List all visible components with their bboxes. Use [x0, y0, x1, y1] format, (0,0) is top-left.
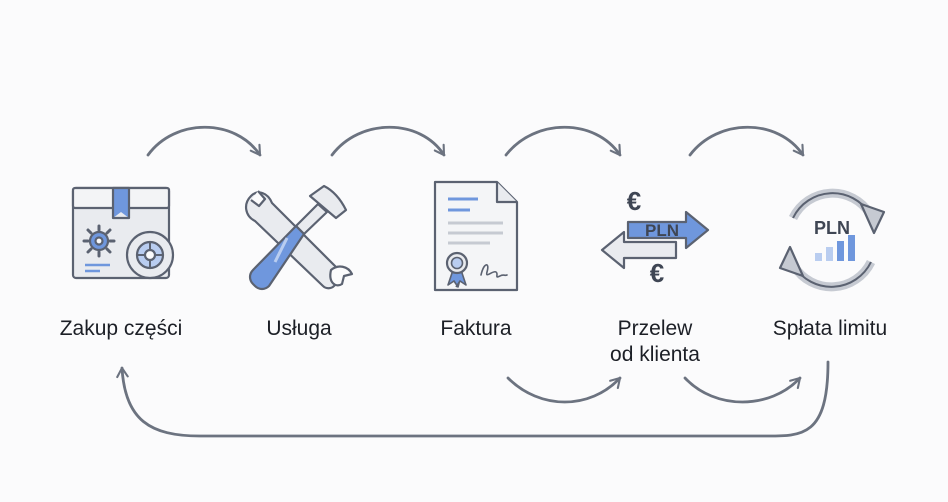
step-label-parts: Zakup części — [59, 317, 183, 340]
step-label-transfer-line1: Przelew — [617, 317, 693, 340]
arrow-parts-to-service — [146, 126, 262, 157]
bottom-arrows — [116, 360, 830, 438]
arrow-bottom-transfer-repayment — [683, 376, 802, 404]
step-label-transfer-line2: od klienta — [610, 343, 700, 366]
loop-back-arrow — [116, 360, 830, 438]
invoice-document-icon — [433, 180, 519, 292]
transfer-pln-label: PLN — [645, 221, 679, 240]
currency-transfer-icon: PLN € € — [600, 186, 710, 288]
arrow-bottom-invoice-transfer — [506, 376, 622, 404]
step-label-invoice: Faktura — [440, 317, 512, 340]
repayment-pln-label: PLN — [814, 218, 850, 238]
top-arrows — [146, 126, 805, 157]
box-with-tire-icon — [71, 186, 175, 280]
euro-symbol-bottom: € — [650, 258, 664, 288]
euro-symbol-top: € — [627, 186, 641, 216]
step-label-service: Usługa — [266, 317, 332, 340]
arrow-service-to-invoice — [330, 126, 446, 157]
arrow-invoice-to-transfer — [504, 126, 622, 157]
step-label-repayment: Spłata limitu — [772, 317, 888, 340]
arrow-transfer-to-repayment — [688, 126, 805, 157]
wrench-hammer-icon — [245, 184, 354, 291]
refresh-pln-icon: PLN — [778, 188, 886, 292]
